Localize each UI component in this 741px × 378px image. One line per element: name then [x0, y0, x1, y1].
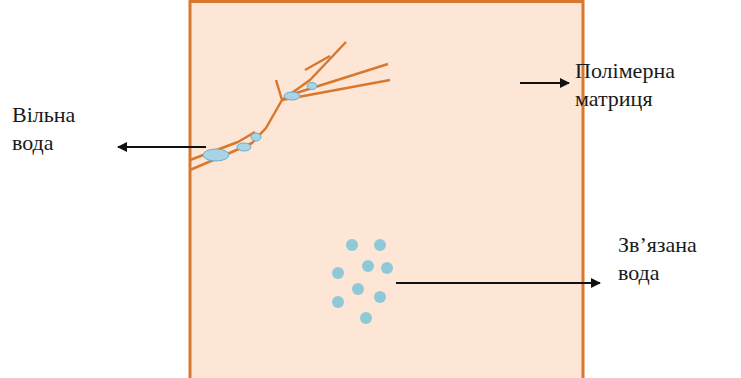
bound-water-label: Зв’язана вода: [618, 231, 734, 287]
bound-water-dots: [332, 239, 393, 324]
polymer-matrix: [190, 2, 583, 378]
leader-arrow: [520, 82, 569, 84]
leader-arrow: [396, 282, 600, 284]
crack: [190, 42, 390, 170]
free-water-drops: [203, 83, 317, 162]
matrix-label: Полімерна матриця: [575, 57, 725, 113]
leader-arrow: [118, 146, 206, 148]
free-water-label: Вільна вода: [12, 101, 112, 157]
